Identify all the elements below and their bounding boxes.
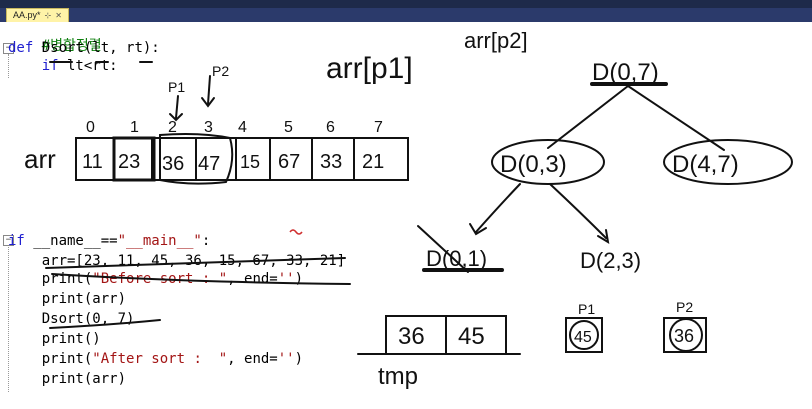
array-cell-2: 36 xyxy=(162,153,184,175)
array-cell-6: 33 xyxy=(320,151,342,173)
top-note-arr-p1: arr[p1] xyxy=(326,52,413,85)
pointer-p1-arrow xyxy=(175,95,179,119)
index-6: 6 xyxy=(326,119,335,136)
tree-edge-left-lr xyxy=(549,183,607,239)
ink-underline-dsort-call xyxy=(49,319,161,329)
array-cell-0: 11 xyxy=(82,151,103,173)
fold-guide xyxy=(8,54,9,78)
tab-label: AA.py* xyxy=(13,10,41,20)
index-1: 1 xyxy=(130,119,139,136)
array-cell-3: 47 xyxy=(198,153,220,175)
print5: print(arr) xyxy=(41,371,127,387)
pointer-p1-label: P1 xyxy=(168,79,185,95)
tab-strip xyxy=(0,8,812,22)
code-line-print2: print(arr) xyxy=(8,291,126,307)
print4-c: ) xyxy=(294,351,304,367)
tree-root-label: D(0,7) xyxy=(592,59,659,86)
window-title-bar xyxy=(0,0,812,8)
tree-lr-label: D(2,3) xyxy=(580,248,641,273)
array-cell-4: 15 xyxy=(240,152,260,172)
p1-circle xyxy=(569,320,599,350)
p2-box-label: P2 xyxy=(676,299,693,315)
tree-edge-root-left xyxy=(547,85,629,149)
array-cell-5: 67 xyxy=(278,151,300,173)
code-line-1: #병합정렬 xyxy=(8,22,102,70)
close-icon[interactable]: ✕ xyxy=(55,11,62,20)
pin-icon[interactable]: ⊹ xyxy=(44,11,52,20)
index-2: 2 xyxy=(168,119,177,136)
pointer-p2-label: P2 xyxy=(212,63,229,79)
code-line-main-if: if __name__=="__main__": xyxy=(8,233,210,249)
pointer-p1-head xyxy=(169,113,183,122)
fold-toggle-def-icon[interactable]: − xyxy=(3,43,14,54)
print4-string2: '' xyxy=(277,351,295,367)
index-3: 3 xyxy=(204,119,213,136)
tmp-label: tmp xyxy=(378,363,418,390)
print3: print() xyxy=(41,331,101,347)
code-line-print4: print("After sort : ", end='') xyxy=(8,351,303,367)
fold-toggle-if-icon[interactable]: − xyxy=(3,235,14,246)
print1-c: ) xyxy=(294,271,304,287)
index-4: 4 xyxy=(238,119,247,136)
p2-box-value: 36 xyxy=(674,326,694,346)
p1-box-label: P1 xyxy=(578,301,595,317)
fold-guide xyxy=(8,247,9,392)
function-name: Dsort xyxy=(33,40,84,56)
top-note-arr-p2: arr[p2] xyxy=(464,28,528,53)
tree-edge-ll-head xyxy=(469,223,487,236)
code-line-print3: print() xyxy=(8,331,101,347)
array-box-dividers xyxy=(113,137,355,181)
p2-box xyxy=(663,317,707,353)
main-cond-a: __name__== xyxy=(24,233,118,249)
tree-edge-left-ll xyxy=(475,183,521,233)
tree-edge-lr-head xyxy=(597,229,610,244)
index-5: 5 xyxy=(284,119,293,136)
print4-b: , end= xyxy=(227,351,278,367)
arr-handwritten-label: arr xyxy=(24,144,56,174)
comment-text: #병합정렬 xyxy=(41,38,102,54)
print4-string: "After sort : " xyxy=(92,351,228,367)
red-squiggle-mark xyxy=(289,229,303,235)
array-cells-circled xyxy=(159,133,234,185)
array-cell-7: 21 xyxy=(362,151,384,173)
tree-right-ellipse xyxy=(663,139,793,185)
array-cell-1: 23 xyxy=(118,151,140,173)
tree-edge-root-right xyxy=(627,85,725,151)
main-cond-string: "__main__" xyxy=(117,233,202,249)
keyword-def: def xyxy=(8,40,34,56)
print4-a: print( xyxy=(41,351,93,367)
tree-right-label: D(4,7) xyxy=(672,151,739,178)
p1-box xyxy=(565,317,603,353)
pointer-p2-arrow xyxy=(207,75,211,105)
tree-left-ellipse xyxy=(491,139,605,185)
code-editor[interactable]: − − #병합정렬 def Dsort(lt, rt): if lt<rt: i… xyxy=(0,22,812,409)
function-args: (lt, rt): xyxy=(83,40,160,56)
p1-box-value: 45 xyxy=(574,329,592,346)
pointer-p2-head xyxy=(201,97,215,108)
keyword-if-main: if xyxy=(8,233,25,249)
print2: print(arr) xyxy=(41,291,127,307)
tmp-cell-0: 36 xyxy=(398,323,425,350)
tree-ll-label: D(0,1) xyxy=(426,246,487,271)
array-cell-highlight xyxy=(112,136,156,182)
code-line-2: def Dsort(lt, rt): xyxy=(8,40,160,56)
tmp-cell-1: 45 xyxy=(458,323,485,350)
array-box-outline xyxy=(75,137,409,181)
index-7: 7 xyxy=(374,119,383,136)
tab-file-aa-py[interactable]: AA.py*⊹✕ xyxy=(6,8,69,22)
ink-underline-arr xyxy=(45,257,346,269)
ink-underline-arr2 xyxy=(51,273,351,285)
p2-circle xyxy=(669,318,703,352)
print1-string: "Before sort : " xyxy=(92,271,228,287)
index-0: 0 xyxy=(86,119,95,136)
main-cond-b: : xyxy=(201,233,211,249)
tree-left-label: D(0,3) xyxy=(500,151,567,178)
code-line-print5: print(arr) xyxy=(8,371,126,387)
tree-ll-crossout xyxy=(417,225,469,273)
